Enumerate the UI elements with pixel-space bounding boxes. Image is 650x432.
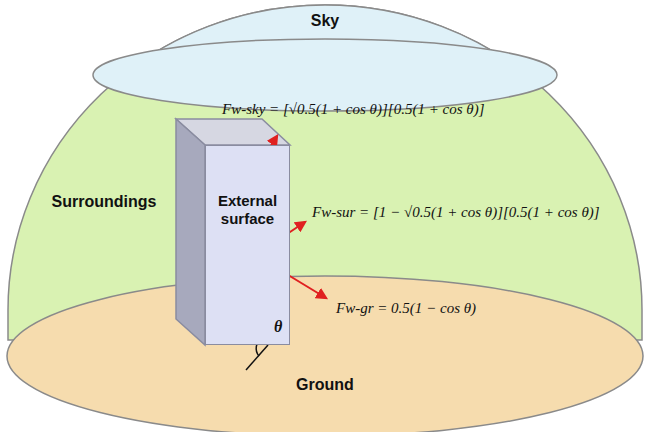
- sky-label: Sky: [311, 12, 339, 30]
- angle-symbol: θ: [274, 318, 282, 336]
- sky-ellipse: [93, 39, 557, 111]
- ground-ellipse: [7, 276, 643, 432]
- ground-label: Ground: [296, 376, 354, 394]
- angle-line: [246, 345, 268, 370]
- sky-cap: [8, 5, 642, 75]
- surface-label: External surface: [209, 192, 286, 228]
- ground-view-factor: Fw-gr = 0.5(1 − cos θ): [336, 300, 476, 317]
- building-side: [176, 119, 205, 345]
- external-surface-face: External surface: [205, 145, 290, 345]
- surroundings-view-factor: Fw-sur = [1 − √0.5(1 + cos θ)][0.5(1 + c…: [312, 204, 600, 221]
- surroundings-label: Surroundings: [52, 193, 157, 211]
- sky-view-factor: Fw-sky = [√0.5(1 + cos θ)][0.5(1 + cos θ…: [222, 101, 484, 118]
